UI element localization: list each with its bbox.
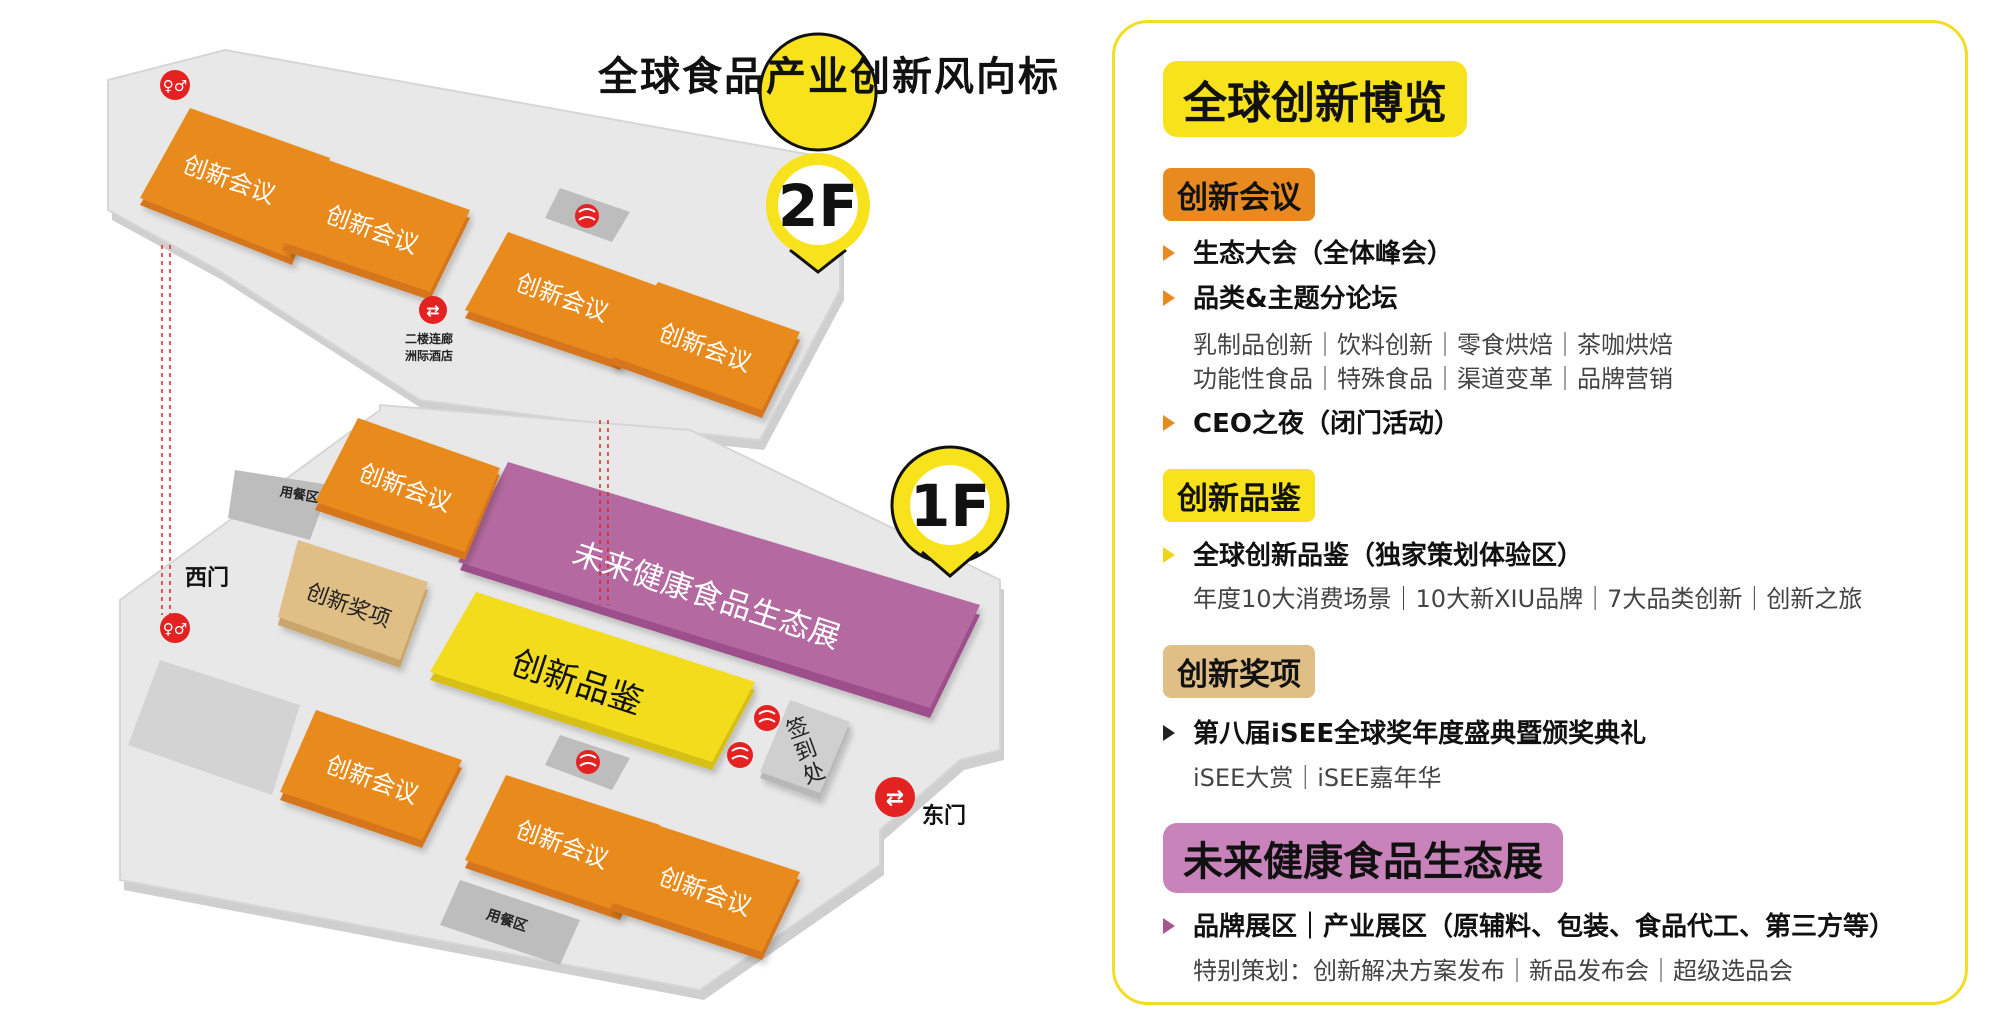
floor-2-label: 2F (778, 172, 858, 240)
section-tag-award: 创新奖项 (1163, 645, 1315, 698)
open-area-1f (128, 660, 300, 795)
expo-zone (458, 462, 980, 718)
floor-1-label: 1F (910, 472, 990, 540)
escalator-2f (545, 188, 630, 242)
sub-text: 特别策划：创新解决方案发布｜新品发布会｜超级选品会 (1193, 957, 1793, 985)
meeting-room-1f-2 (280, 710, 462, 848)
dining-area-1f-top (228, 470, 330, 540)
west-gate-label: 西门 (185, 566, 230, 591)
meeting-room-2f-2 (282, 160, 470, 300)
svg-text:♀♂: ♀♂ (163, 77, 187, 95)
escalator-icon (754, 705, 780, 731)
escalator-icon (727, 742, 753, 768)
sub-text: 年度10大消费场景｜10大新XIU品牌｜7大品类创新｜创新之旅 (1193, 585, 1863, 613)
corridor-icon: ⇄ (419, 296, 447, 324)
section-tag-expo: 未来健康食品生态展 (1163, 823, 1563, 893)
triangle-bullet-icon (1163, 546, 1175, 563)
bullet-item: 品类&主题分论坛 (1163, 278, 1398, 315)
bullet-item: 第八届iSEE全球奖年度盛典暨颁奖典礼 (1163, 713, 1646, 750)
triangle-bullet-icon (1163, 917, 1175, 934)
bullet-text: 生态大会（全体峰会） (1193, 239, 1454, 269)
section-tag-tasting: 创新品鉴 (1163, 469, 1315, 522)
triangle-bullet-icon (1163, 244, 1175, 261)
bullet-text: 品牌展区｜产业展区（原辅料、包装、食品代工、第三方等） (1193, 912, 1896, 942)
triangle-bullet-icon (1163, 724, 1175, 741)
corridor-label-1: 二楼连廊 (405, 332, 454, 346)
escalator-1f (545, 735, 630, 790)
triangle-bullet-icon (1163, 414, 1175, 431)
bullet-item: 生态大会（全体峰会） (1163, 233, 1453, 270)
restroom-icon: ♀♂ (160, 613, 190, 643)
svg-text:⇄: ⇄ (426, 301, 439, 320)
map-title: 全球食品产业创新风向标 (598, 54, 1060, 100)
triangle-bullet-icon (1163, 289, 1175, 306)
bullet-item: CEO之夜（闭门活动） (1163, 403, 1460, 440)
meeting-room-1f-3 (465, 775, 660, 920)
panel-header: 全球创新博览 (1163, 61, 1467, 137)
meeting-room-2f-3 (465, 232, 660, 370)
restroom-icon: ♀♂ (160, 70, 190, 100)
bullet-item: 品牌展区｜产业展区（原辅料、包装、食品代工、第三方等） (1163, 906, 1895, 943)
floor-plan: ♀♂ ♀♂ ⇄ ⇄ (107, 32, 1010, 1000)
bullet-text: 第八届iSEE全球奖年度盛典暨颁奖典礼 (1193, 719, 1647, 749)
floor-2-marker (758, 32, 878, 274)
bullet-text: CEO之夜（闭门活动） (1193, 409, 1460, 439)
venue-map: 全球食品产业创新风向标 (107, 32, 1060, 1000)
tasting-zone (430, 592, 755, 770)
checkin-desk (760, 700, 850, 800)
bullet-text: 全球创新品鉴（独家策划体验区） (1193, 541, 1584, 571)
svg-text:⇄: ⇄ (886, 786, 904, 811)
east-gate-label: 东门 (922, 804, 967, 829)
bullet-text: 品类&主题分论坛 (1193, 284, 1398, 314)
east-gate-icon: ⇄ (875, 777, 915, 817)
sub-text: iSEE大赏｜iSEE嘉年华 (1193, 764, 1442, 792)
svg-text:♀♂: ♀♂ (163, 620, 187, 638)
corridor-label-2: 洲际酒店 (405, 349, 454, 363)
section-tag-meeting: 创新会议 (1163, 168, 1315, 221)
meeting-room-2f-1 (140, 108, 330, 265)
sub-text: 功能性食品｜特殊食品｜渠道变革｜品牌营销 (1193, 365, 1673, 393)
award-zone (278, 540, 428, 668)
sub-text: 乳制品创新｜饮料创新｜零食烘焙｜茶咖烘焙 (1193, 331, 1673, 359)
legend-panel: 全球创新博览 创新会议 生态大会（全体峰会） 品类&主题分论坛 乳制品创新｜饮料… (1112, 20, 1968, 1005)
meeting-room-2f-4 (610, 282, 800, 418)
bullet-item: 全球创新品鉴（独家策划体验区） (1163, 535, 1583, 572)
meeting-room-1f-4 (610, 822, 800, 960)
dining-area-1f-bottom (440, 880, 580, 965)
floor-1-marker (890, 445, 1010, 578)
meeting-room-1f-1 (315, 418, 500, 560)
